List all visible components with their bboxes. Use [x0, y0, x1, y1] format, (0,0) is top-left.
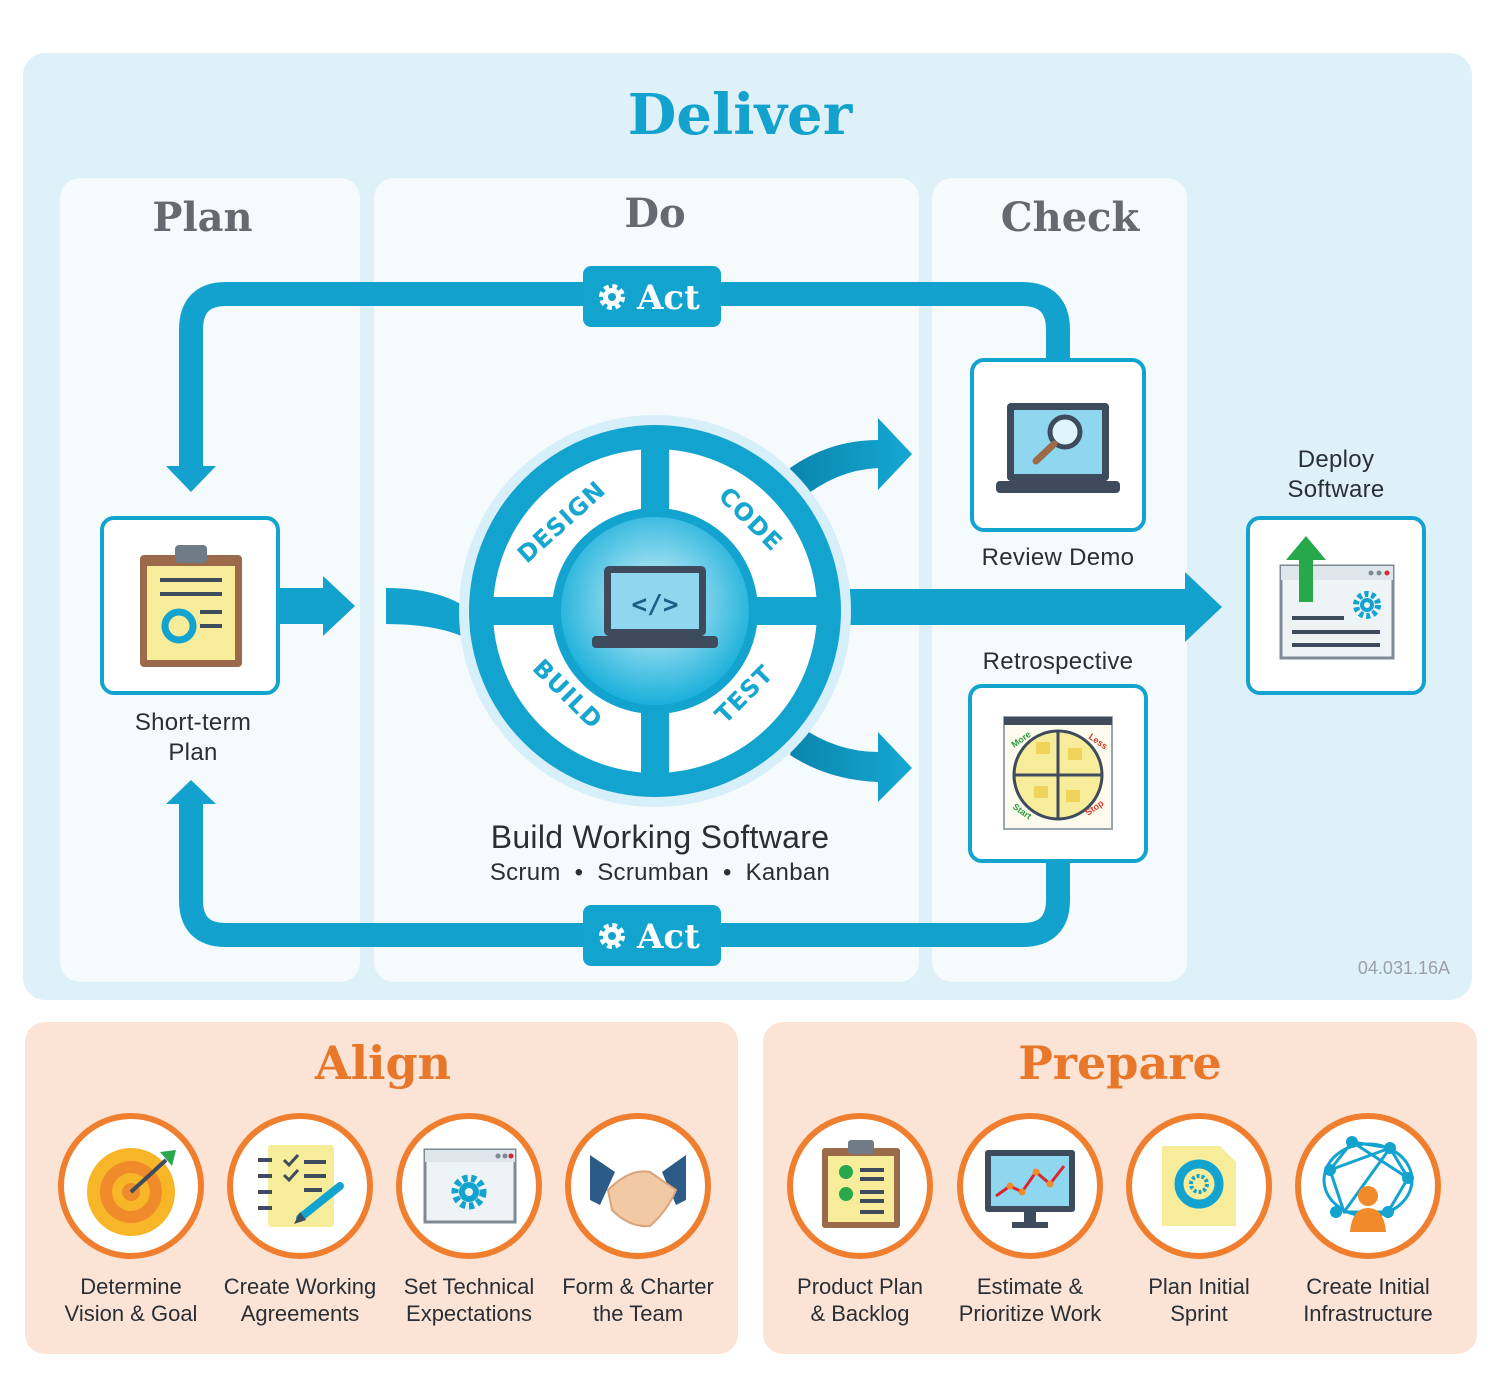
- target-icon[interactable]: [58, 1113, 204, 1259]
- arrow-to-review: [790, 418, 912, 500]
- arrow-down-to-plan: [166, 466, 216, 492]
- clipboard-icon[interactable]: [787, 1113, 933, 1259]
- align-label-agreements: Create Working Agreements: [223, 1274, 377, 1326]
- short-term-plan-label: Short-term Plan: [134, 709, 252, 766]
- svg-text:</>: </>: [632, 590, 679, 620]
- review-demo-label: Review Demo: [981, 544, 1135, 571]
- arrow-to-retro: [790, 725, 912, 802]
- deploy-software-card[interactable]: [1246, 516, 1426, 695]
- handshake-icon[interactable]: [565, 1113, 711, 1259]
- align-title: Align: [314, 1036, 452, 1090]
- deploy-software-label: Deploy Software: [1287, 446, 1385, 503]
- prepare-title: Prepare: [1018, 1036, 1222, 1090]
- retrospective-card[interactable]: More Less Start Stop: [968, 684, 1148, 863]
- build-wheel: </> DESIGN CODE BUILD TEST: [459, 415, 851, 807]
- prepare-label-infrastructure: Create Initial Infrastructure: [1303, 1274, 1433, 1326]
- act-label-bottom: Act: [636, 917, 700, 957]
- act-label-top: Act: [636, 278, 700, 318]
- build-subtitle: Scrum • Scrumban • Kanban: [489, 859, 831, 886]
- arrow-to-deploy: [850, 572, 1222, 642]
- prepare-icons: [787, 1113, 1441, 1259]
- figure-code: 04.031.16A: [1357, 958, 1450, 978]
- prepare-label-estimate: Estimate & Prioritize Work: [958, 1274, 1102, 1326]
- prepare-label-backlog: Product Plan & Backlog: [797, 1274, 923, 1326]
- do-column-title: Do: [624, 190, 686, 237]
- build-title: Build Working Software: [490, 819, 830, 855]
- align-icons: [58, 1113, 711, 1259]
- check-column-title: Check: [1000, 194, 1140, 241]
- arrow-up-to-plan: [166, 780, 216, 804]
- act-loop-bottom: [179, 800, 1070, 947]
- align-label-team: Form & Charter the Team: [562, 1274, 714, 1326]
- review-demo-card[interactable]: [970, 358, 1146, 532]
- prepare-label-sprint: Plan Initial Sprint: [1148, 1274, 1250, 1326]
- align-label-vision: Determine Vision & Goal: [64, 1274, 198, 1326]
- act-button-bottom[interactable]: Act: [583, 905, 721, 966]
- align-label-technical: Set Technical Expectations: [403, 1274, 535, 1326]
- deliver-title: Deliver: [627, 82, 853, 148]
- sprint-document-icon[interactable]: [1126, 1113, 1272, 1259]
- short-term-plan-card[interactable]: [100, 516, 280, 695]
- act-button-top[interactable]: Act: [583, 266, 721, 327]
- plan-column-title: Plan: [152, 194, 253, 241]
- settings-window-icon[interactable]: [396, 1113, 542, 1259]
- retrospective-label: Retrospective: [982, 648, 1134, 675]
- monitor-chart-icon[interactable]: [957, 1113, 1103, 1259]
- arrow-plan-to-do: [280, 576, 470, 640]
- code-laptop-icon: </>: [592, 566, 718, 648]
- checklist-icon[interactable]: [227, 1113, 373, 1259]
- network-icon[interactable]: [1295, 1113, 1441, 1259]
